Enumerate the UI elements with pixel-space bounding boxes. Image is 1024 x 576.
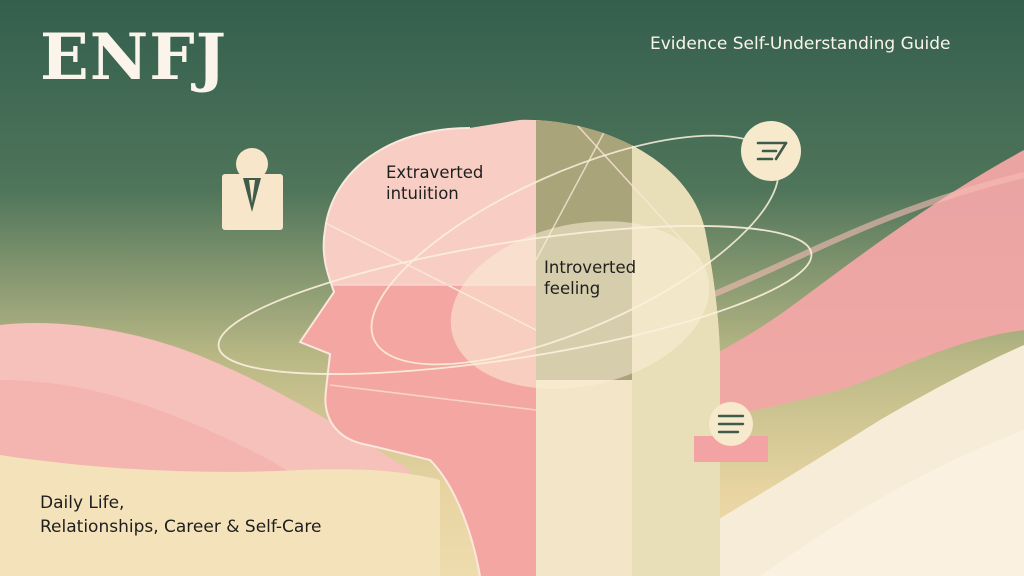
caption-line: Daily Life, <box>40 493 125 513</box>
label-introverted-feeling: Introverted feeling <box>544 258 664 299</box>
label-extraverted-intuition: Extraverted intuiition <box>386 163 526 204</box>
notes-icon <box>694 402 768 462</box>
pink-wave-right <box>560 150 1024 432</box>
label-line: Introverted <box>544 258 637 277</box>
topics-caption: Daily Life, Relationships, Career & Self… <box>40 492 321 540</box>
label-line: intuiition <box>386 183 459 203</box>
orbit-ring-1 <box>217 225 813 375</box>
label-line: Extraverted <box>386 163 484 182</box>
person-icon <box>222 148 283 230</box>
message-icon <box>741 121 801 181</box>
page-title: ENFJ <box>40 20 227 95</box>
guide-subtitle: Evidence Self-Understanding Guide <box>650 34 951 54</box>
lens-ellipse <box>450 221 710 389</box>
label-line: feeling <box>544 278 601 298</box>
caption-line: Relationships, Career & Self-Care <box>40 516 322 537</box>
